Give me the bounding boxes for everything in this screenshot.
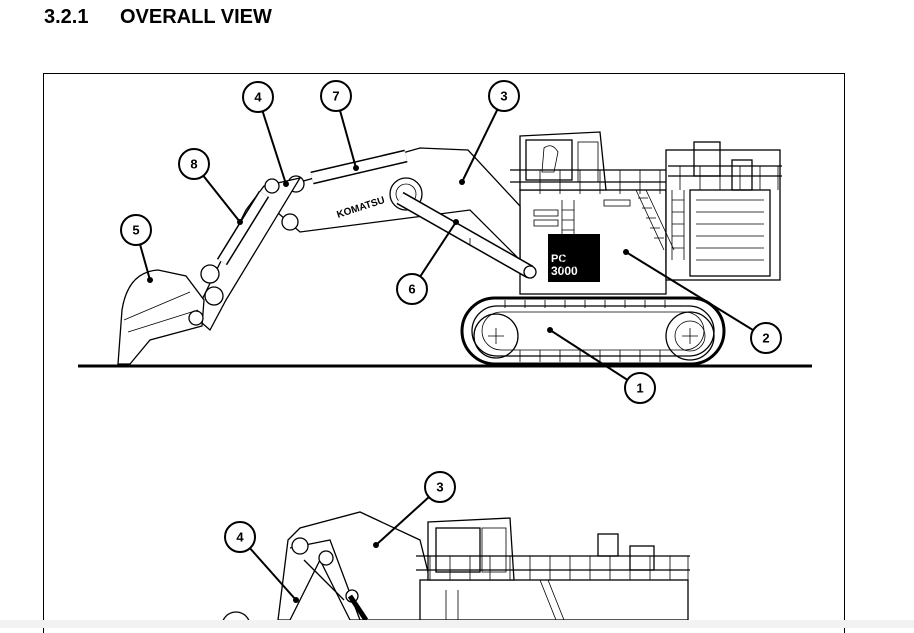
svg-text:6: 6 [408,282,415,297]
svg-text:2: 2 [762,331,769,346]
arm [193,177,302,332]
callout-bottom-3: 3 [424,471,456,503]
callout-8: 8 [178,148,210,180]
svg-text:3: 3 [436,480,443,495]
excavator-front-shovel-view: 3 4 [221,471,690,628]
model-prefix: PC [551,253,566,265]
callout-1: 1 [624,372,656,404]
svg-text:4: 4 [254,90,262,105]
callout-6: 6 [396,273,428,305]
boom-cylinder [396,191,537,279]
callout-3: 3 [488,80,520,112]
section-title: OVERALL VIEW [120,6,272,28]
svg-text:5: 5 [132,223,139,238]
arm-cylinder [310,149,408,185]
svg-text:7: 7 [332,89,339,104]
page-bottom-strip [0,620,914,628]
callout-5: 5 [120,214,152,246]
callout-bottom-4: 4 [224,521,256,553]
callout-7: 7 [320,80,352,112]
svg-text:4: 4 [236,530,244,545]
section-number: 3.2.1 [44,6,89,28]
upper-structure: PC 3000 [510,131,782,295]
section-heading: 3.2.1 OVERALL VIEW [44,6,272,29]
model-number: 3000 [551,264,578,278]
svg-text:1: 1 [636,381,643,396]
callout-4: 4 [242,81,274,113]
svg-text:3: 3 [500,89,507,104]
svg-text:8: 8 [190,157,197,172]
illustration-frame [43,73,845,633]
callout-2: 2 [750,322,782,354]
bucket [117,269,205,365]
shovel-boom [277,511,441,621]
crawler-track [460,296,726,366]
bucket-cylinder [216,190,270,266]
excavator-side-view: PC 3000 [78,80,812,404]
